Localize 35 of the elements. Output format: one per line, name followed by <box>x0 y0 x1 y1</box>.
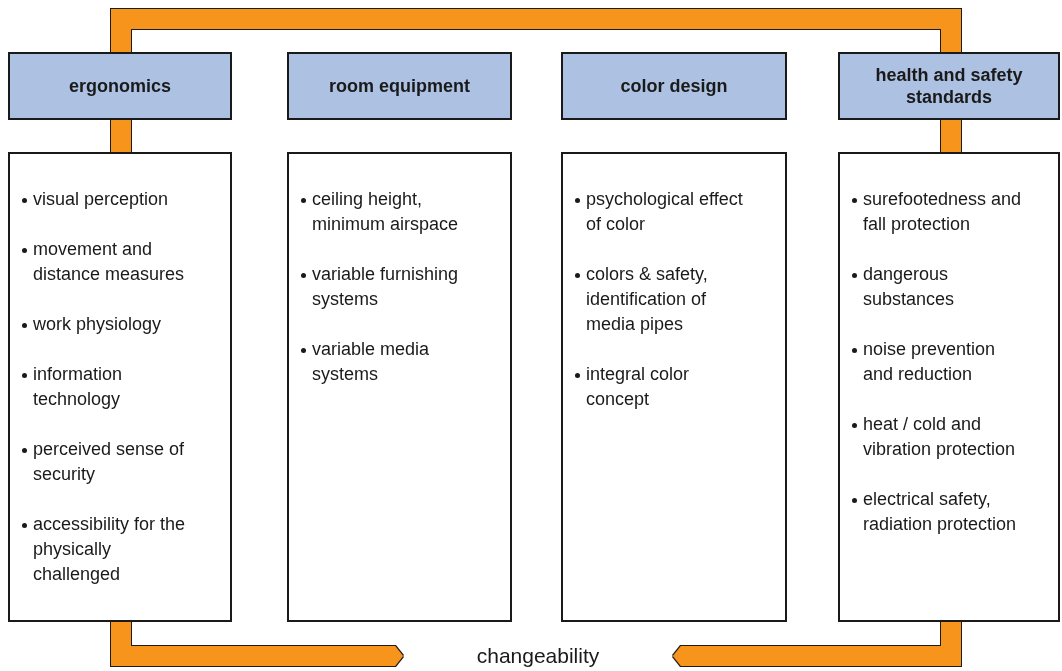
list-item: accessibility for the physically challenged <box>33 513 187 586</box>
connector-band <box>111 120 131 152</box>
connector-band <box>941 120 961 152</box>
category-title: health and safety standards <box>874 64 1024 108</box>
list-item: variable furnishing systems <box>312 263 460 311</box>
list-item: electrical safety, radiation protection <box>863 488 1018 536</box>
list-item: integral color concept <box>586 363 691 411</box>
list-item: ceiling height, minimum airspace <box>312 188 460 236</box>
list-item: dangerous substances <box>863 263 956 311</box>
list-box <box>838 152 1060 622</box>
list-box <box>8 152 232 622</box>
list-item: variable media systems <box>312 338 431 386</box>
list-box <box>287 152 512 622</box>
category-box <box>8 52 232 120</box>
category-box <box>561 52 787 120</box>
connector-band <box>111 9 961 52</box>
list-item: heat / cold and vibration protection <box>863 413 1017 461</box>
category-title: color design <box>620 75 728 97</box>
category-title: ergonomics <box>69 75 171 97</box>
connector-band <box>673 622 961 666</box>
list-item: work physiology <box>33 313 162 336</box>
list-item: visual perception <box>33 188 169 211</box>
category-box <box>287 52 512 120</box>
list-item: surefootedness and fall protection <box>863 188 1023 236</box>
list-item: colors & safety, identification of media pipes <box>586 263 709 336</box>
category-title: room equipment <box>329 75 470 97</box>
list-item: information technology <box>33 363 124 411</box>
list-box <box>561 152 787 622</box>
list-item: noise prevention and reduction <box>863 338 997 386</box>
list-item: perceived sense of security <box>33 438 186 486</box>
connector-band <box>111 622 403 666</box>
category-box <box>838 52 1060 120</box>
list-item: psychological effect of color <box>586 188 744 236</box>
list-item: movement and distance measures <box>33 238 186 286</box>
caption-text: changeability <box>476 643 600 669</box>
